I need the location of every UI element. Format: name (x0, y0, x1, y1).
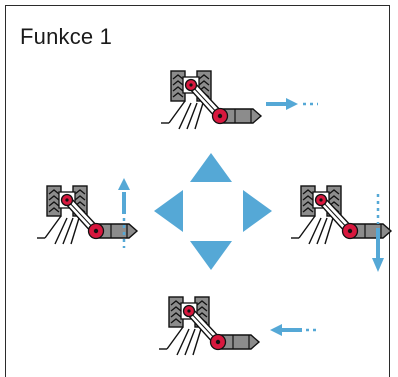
arrow-down-icon (372, 258, 384, 272)
arrow-right-icon (286, 98, 298, 110)
robot-gripper-icon (160, 70, 262, 130)
arrow-left-icon (270, 324, 282, 336)
direction-pad (154, 153, 272, 270)
arrow-up-icon (190, 153, 232, 182)
arrow-left-icon (154, 190, 183, 232)
robot-bottom (158, 296, 318, 356)
arrow-up-icon (118, 178, 130, 190)
arrow-right-icon (243, 190, 272, 232)
panel-title: Funkce 1 (20, 24, 113, 49)
robot-left (36, 178, 138, 248)
robot-gripper-icon (158, 296, 260, 356)
arrow-down-icon (190, 241, 232, 270)
robot-top (160, 70, 318, 130)
panel-frame (5, 5, 390, 377)
robot-right (290, 185, 392, 272)
